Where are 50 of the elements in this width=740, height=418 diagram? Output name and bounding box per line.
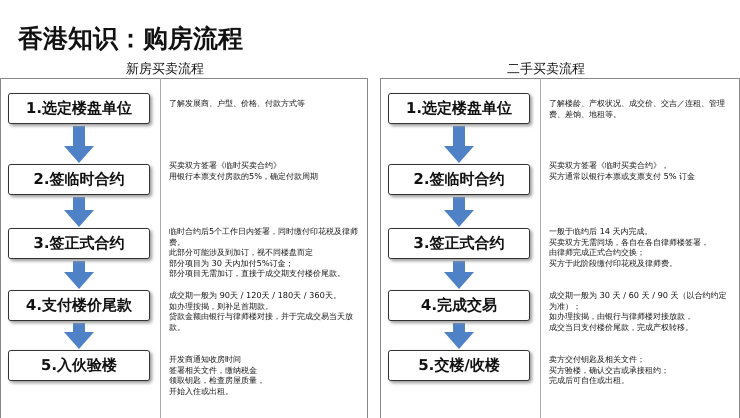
step-description: 部分项目无需加订，直接于成交期支付楼价尾款。 [169,268,346,278]
step-description: 了解楼龄、产权状况、成交价、交吉／连租、管理费、差饷、地租等。 [549,98,726,119]
step-description: 如办理按揭，则补足首期款。 [169,300,274,311]
step-box: 3.签正式合约 [8,228,150,259]
step-description: 部分项目为 30 天内加付5%订金； [169,258,295,268]
flow-panel [380,60,740,418]
page-title: 香港知识：购房流程 [18,23,243,55]
step-description: 了解发展商、户型、价格、付款方式等 [169,98,306,108]
step-description: 买方于此阶段缴付印花税及律师费。 [549,258,678,268]
step-description: 买方验楼，确认交吉或承接租约； [549,364,670,375]
step-description: 用银行本票支付房款的5%，确定付款周期 [169,170,319,181]
step-description: 成交期一般为 30 天 / 60 天 / 90 天（以合约约定为准）； [549,290,728,311]
arrow [64,126,94,163]
step-box: 5.入伙验楼 [8,350,150,381]
step-box: 2.签临时合约 [388,164,530,195]
panel-heading: 二手买卖流程 [506,61,586,78]
arrow [444,197,474,227]
arrow [444,261,474,289]
step-description: 开发商通知收房时间 [169,354,242,364]
arrow [64,197,94,227]
step-description: 买卖双方无需同场，各自在各自律师楼签署， [549,236,710,247]
arrow [64,323,94,349]
step-description: 一般于临约后 14 天内完成。 [549,226,654,236]
step-box: 4.支付楼价尾款 [8,290,150,321]
step-description: 如办理按揭，由银行与律师楼对接放款， [549,311,694,322]
step-description: 临时合约后5个工作日内签署，同时缴付印花税及律师费。 [169,226,359,247]
flow-panel [0,60,368,418]
step-description: 成交当日支付楼价尾款，完成产权转移。 [549,322,694,332]
step-box: 4.完成交易 [388,290,530,321]
step-description: 成交期一般为 90天 / 120天 / 180天 / 360天。 [169,290,342,300]
step-box: 3.签正式合约 [388,228,530,259]
step-description: 买卖双方签署《临时买卖合约》， [549,160,670,170]
arrow [444,126,474,163]
step-description: 买卖双方签署《临时买卖合约》 [169,160,282,170]
step-description: 卖方交付钥匙及相关文件； [549,354,646,364]
step-description: 贷款金额由银行与律师楼对接，并于完成交易当天放款。 [169,311,354,332]
step-box: 1.选定楼盘单位 [8,93,150,124]
step-description: 此部分可能涉及到加订，视不同楼盘而定 [169,247,314,258]
arrow [64,261,94,289]
arrow [444,323,474,349]
step-box: 5.交楼/收楼 [388,350,530,381]
step-description: 签署相关文件，缴纳税金 [169,364,258,375]
step-description: 领取钥匙，检查房屋质量， [169,375,266,386]
panel-heading: 新房买卖流程 [125,61,205,78]
step-description: 完成后可自住或出租。 [549,375,630,386]
step-description: 开始入住或出租。 [169,386,234,396]
step-description: 买方通常以银行本票或支票支付 5% 订金 [549,170,696,181]
step-box: 2.签临时合约 [8,164,150,195]
step-description: 由律师完成正式合约交换； [549,247,646,258]
step-box: 1.选定楼盘单位 [388,93,530,124]
